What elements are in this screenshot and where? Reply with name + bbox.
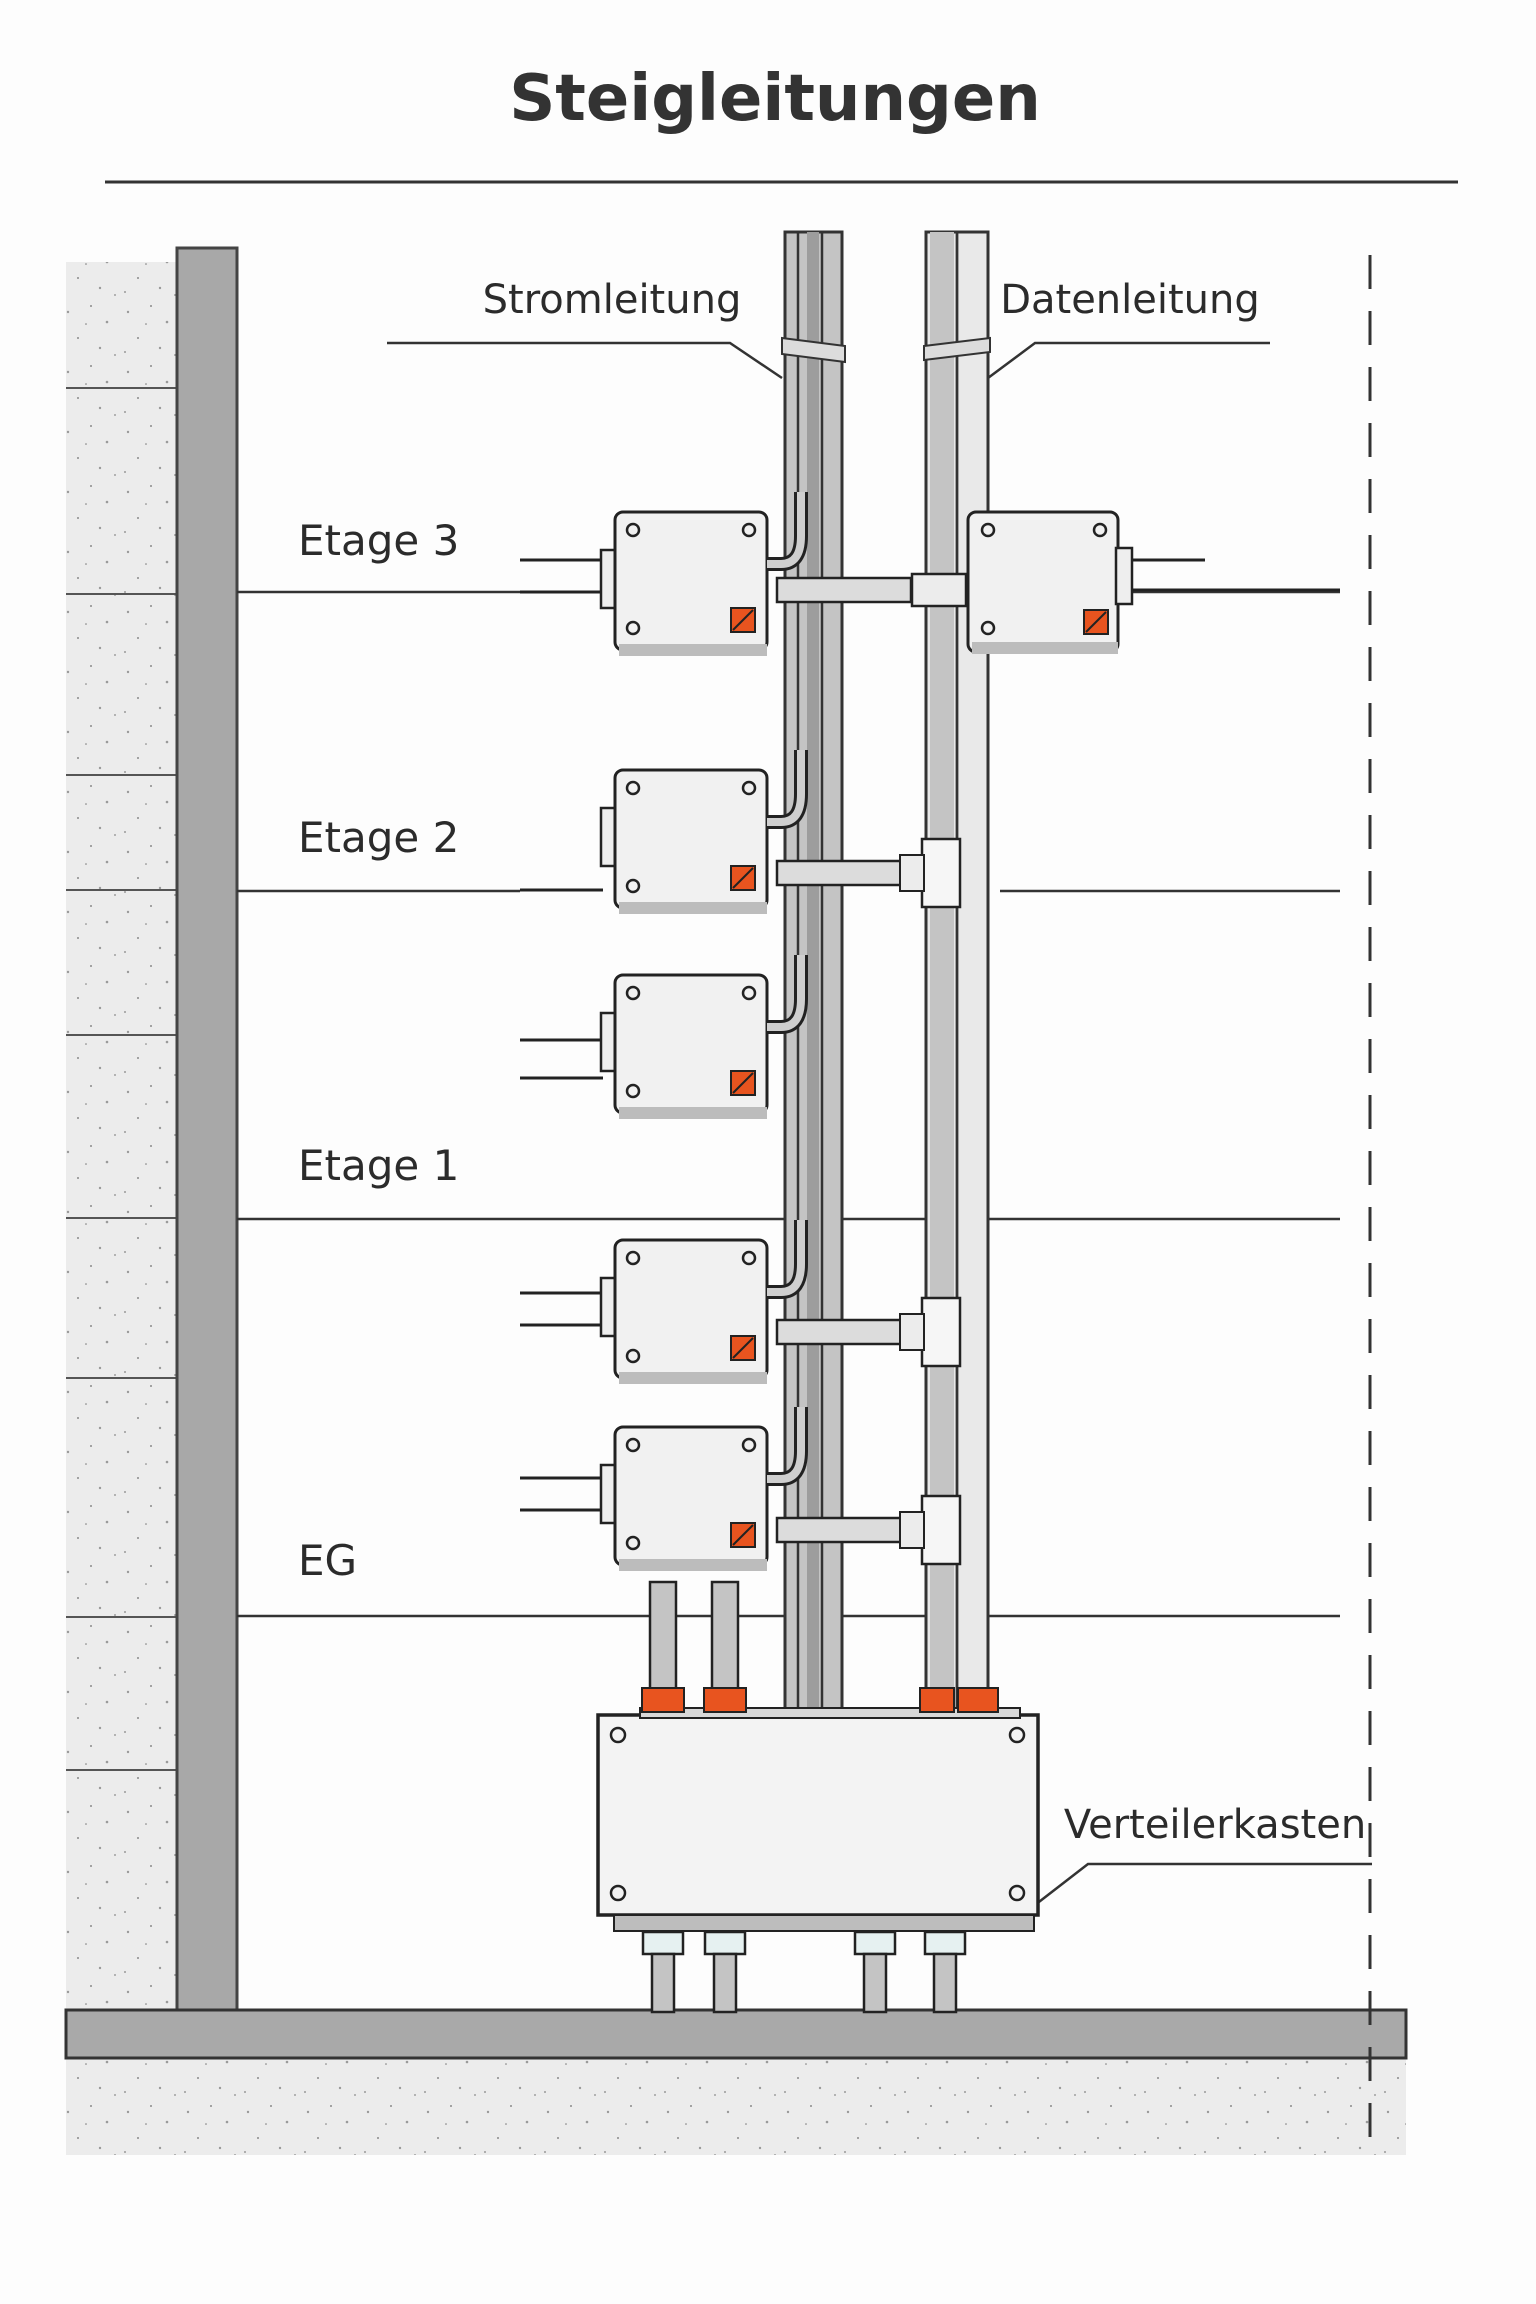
wall-column — [175, 246, 239, 2012]
leader-lines — [387, 341, 1372, 1906]
cable-glands-top — [641, 1687, 999, 1713]
diagram-title: Steigleitungen — [509, 62, 1041, 136]
brick-wall — [66, 262, 177, 2010]
pipe-clamps — [781, 336, 991, 364]
data-line-label: Datenleitung — [1000, 277, 1260, 323]
junction-box-mid — [520, 955, 808, 1119]
junction-box-etage-1 — [520, 1220, 962, 1384]
junction-box-etage-2 — [520, 750, 962, 914]
feed-pipes — [648, 1580, 740, 1692]
distribution-box-label: Verteilerkasten — [1064, 1802, 1366, 1848]
floor-slab — [64, 2008, 1408, 2060]
power-riser-pipe — [783, 230, 844, 1714]
floor-label-eg: EG — [298, 1536, 357, 1585]
junction-box-eg — [520, 1407, 962, 1571]
data-riser-pipe — [924, 230, 990, 1714]
power-line-label: Stromleitung — [483, 277, 742, 323]
junction-box-etage-3 — [520, 492, 968, 656]
data-junction-box-etage-3 — [966, 510, 1340, 654]
distribution-box — [596, 1707, 1040, 1932]
foundation — [66, 2055, 1406, 2155]
floor-label-etage-1: Etage 1 — [298, 1141, 459, 1190]
cable-glands-bottom — [641, 1930, 967, 2014]
floor-label-etage-2: Etage 2 — [298, 813, 459, 862]
floor-label-etage-3: Etage 3 — [298, 516, 459, 565]
